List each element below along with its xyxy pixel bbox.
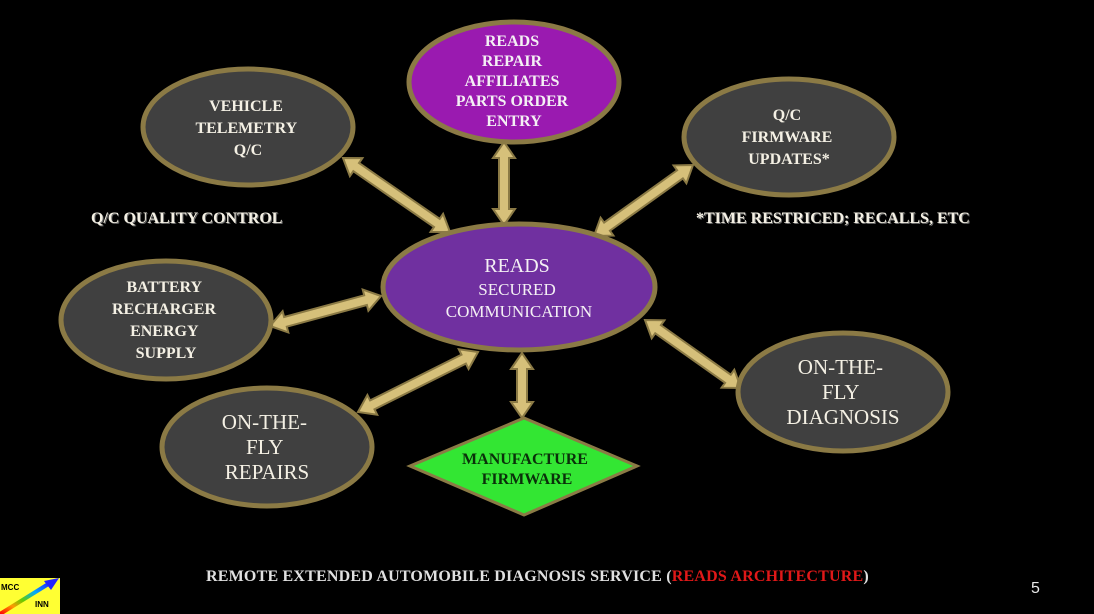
diagnosis-line-1: ON-THE- [798,355,883,379]
slide-footer-title: REMOTE EXTENDED AUTOMOBILE DIAGNOSIS SER… [206,568,869,586]
footer-highlight: READS ARCHITECTURE [671,568,864,585]
arrows-layer [268,140,743,420]
battery-line-4: SUPPLY [136,345,197,362]
repairs-line-1: ON-THE- [222,410,307,434]
logo-mcc-text: MCC [1,583,20,592]
logo-inn-text: INN [35,600,49,609]
center-line-1: READS [484,255,550,277]
top-line-2: REPAIR [482,53,543,70]
svg-text:READS REPAIR AFFIL: READS REPAIR AFFILIATES PARTS ORDER ENTR… [456,33,572,130]
battery-line-2: RECHARGER [112,301,216,318]
arrow-center-top [491,140,517,227]
mcc-inn-logo: MCC INN [0,578,60,614]
center-line-2: SECURED [478,280,555,299]
telemetry-line-1: VEHICLE [209,98,283,115]
battery-line-1: BATTERY [126,279,202,296]
svg-text:Q/C FIRMWARE UPDAT: Q/C FIRMWARE UPDATES* [742,107,837,168]
footer-prefix: REMOTE EXTENDED AUTOMOBILE DIAGNOSIS SER… [206,568,672,585]
manufacture-line-2: FIRMWARE [482,471,573,488]
top-line-3: AFFILIATES [465,73,560,90]
center-line-3: COMMUNICATION [446,302,592,321]
top-line-4: PARTS ORDER [456,93,569,110]
battery-line-3: ENERGY [130,323,199,340]
svg-text:MANUFACTURE FIRMWARE: MANUFACTURE FIRMWARE [462,451,592,488]
footer-suffix: ) [863,568,869,585]
telemetry-line-3: Q/C [234,142,262,159]
rainbow-arrow-icon [0,578,59,614]
diagnosis-line-3: DIAGNOSIS [786,405,899,429]
firmware-updates-line-2: FIRMWARE [742,129,833,146]
node-reads-repair-affiliates[interactable]: READS REPAIR AFFILIATES PARTS ORDER ENTR… [406,19,622,145]
node-on-the-fly-diagnosis[interactable]: ON-THE- FLY DIAGNOSIS [735,330,951,454]
time-restricted-note: *TIME RESTRICED; RECALLS, ETC [696,210,970,227]
top-line-1: READS [485,33,539,50]
node-battery-recharger[interactable]: BATTERY RECHARGER ENERGY SUPPLY [58,258,274,382]
qc-definition-note: Q/C QUALITY CONTROL [91,210,283,227]
repairs-line-3: REPAIRS [225,460,309,484]
telemetry-line-2: TELEMETRY [195,120,297,137]
svg-text:ON-THE- FLY DIAGNO: ON-THE- FLY DIAGNOSIS [786,355,899,429]
manufacture-line-1: MANUFACTURE [462,451,588,468]
node-firmware-updates[interactable]: Q/C FIRMWARE UPDATES* [681,76,897,198]
svg-text:VEHICLE TELEMETRY: VEHICLE TELEMETRY Q/C [195,98,300,159]
node-vehicle-telemetry[interactable]: VEHICLE TELEMETRY Q/C [140,66,356,188]
arrow-center-repairs [356,348,480,416]
firmware-updates-line-3: UPDATES* [748,151,830,168]
node-manufacture-firmware[interactable]: MANUFACTURE FIRMWARE [406,416,641,517]
svg-text:ON-THE- FLY REPAIR: ON-THE- FLY REPAIRS [222,410,312,484]
repairs-line-2: FLY [246,435,283,459]
firmware-updates-line-1: Q/C [773,107,801,124]
arrow-center-battery [268,288,383,334]
arrow-center-diagnosis [643,318,743,390]
svg-text:BATTERY RECHARGER: BATTERY RECHARGER ENERGY SUPPLY [112,279,220,362]
top-line-5: ENTRY [486,113,542,130]
arrow-center-firmware-updates [592,163,695,238]
arrow-center-telemetry [341,156,452,234]
node-on-the-fly-repairs[interactable]: ON-THE- FLY REPAIRS [159,385,375,509]
diagnosis-line-2: FLY [822,380,859,404]
page-number: 5 [1031,580,1040,597]
svg-text:READS SECURED COMM: READS SECURED COMMUNICATION [446,255,592,321]
arrow-center-manufacture [509,351,535,420]
node-reads-secured-communication[interactable]: READS SECURED COMMUNICATION [380,221,658,353]
